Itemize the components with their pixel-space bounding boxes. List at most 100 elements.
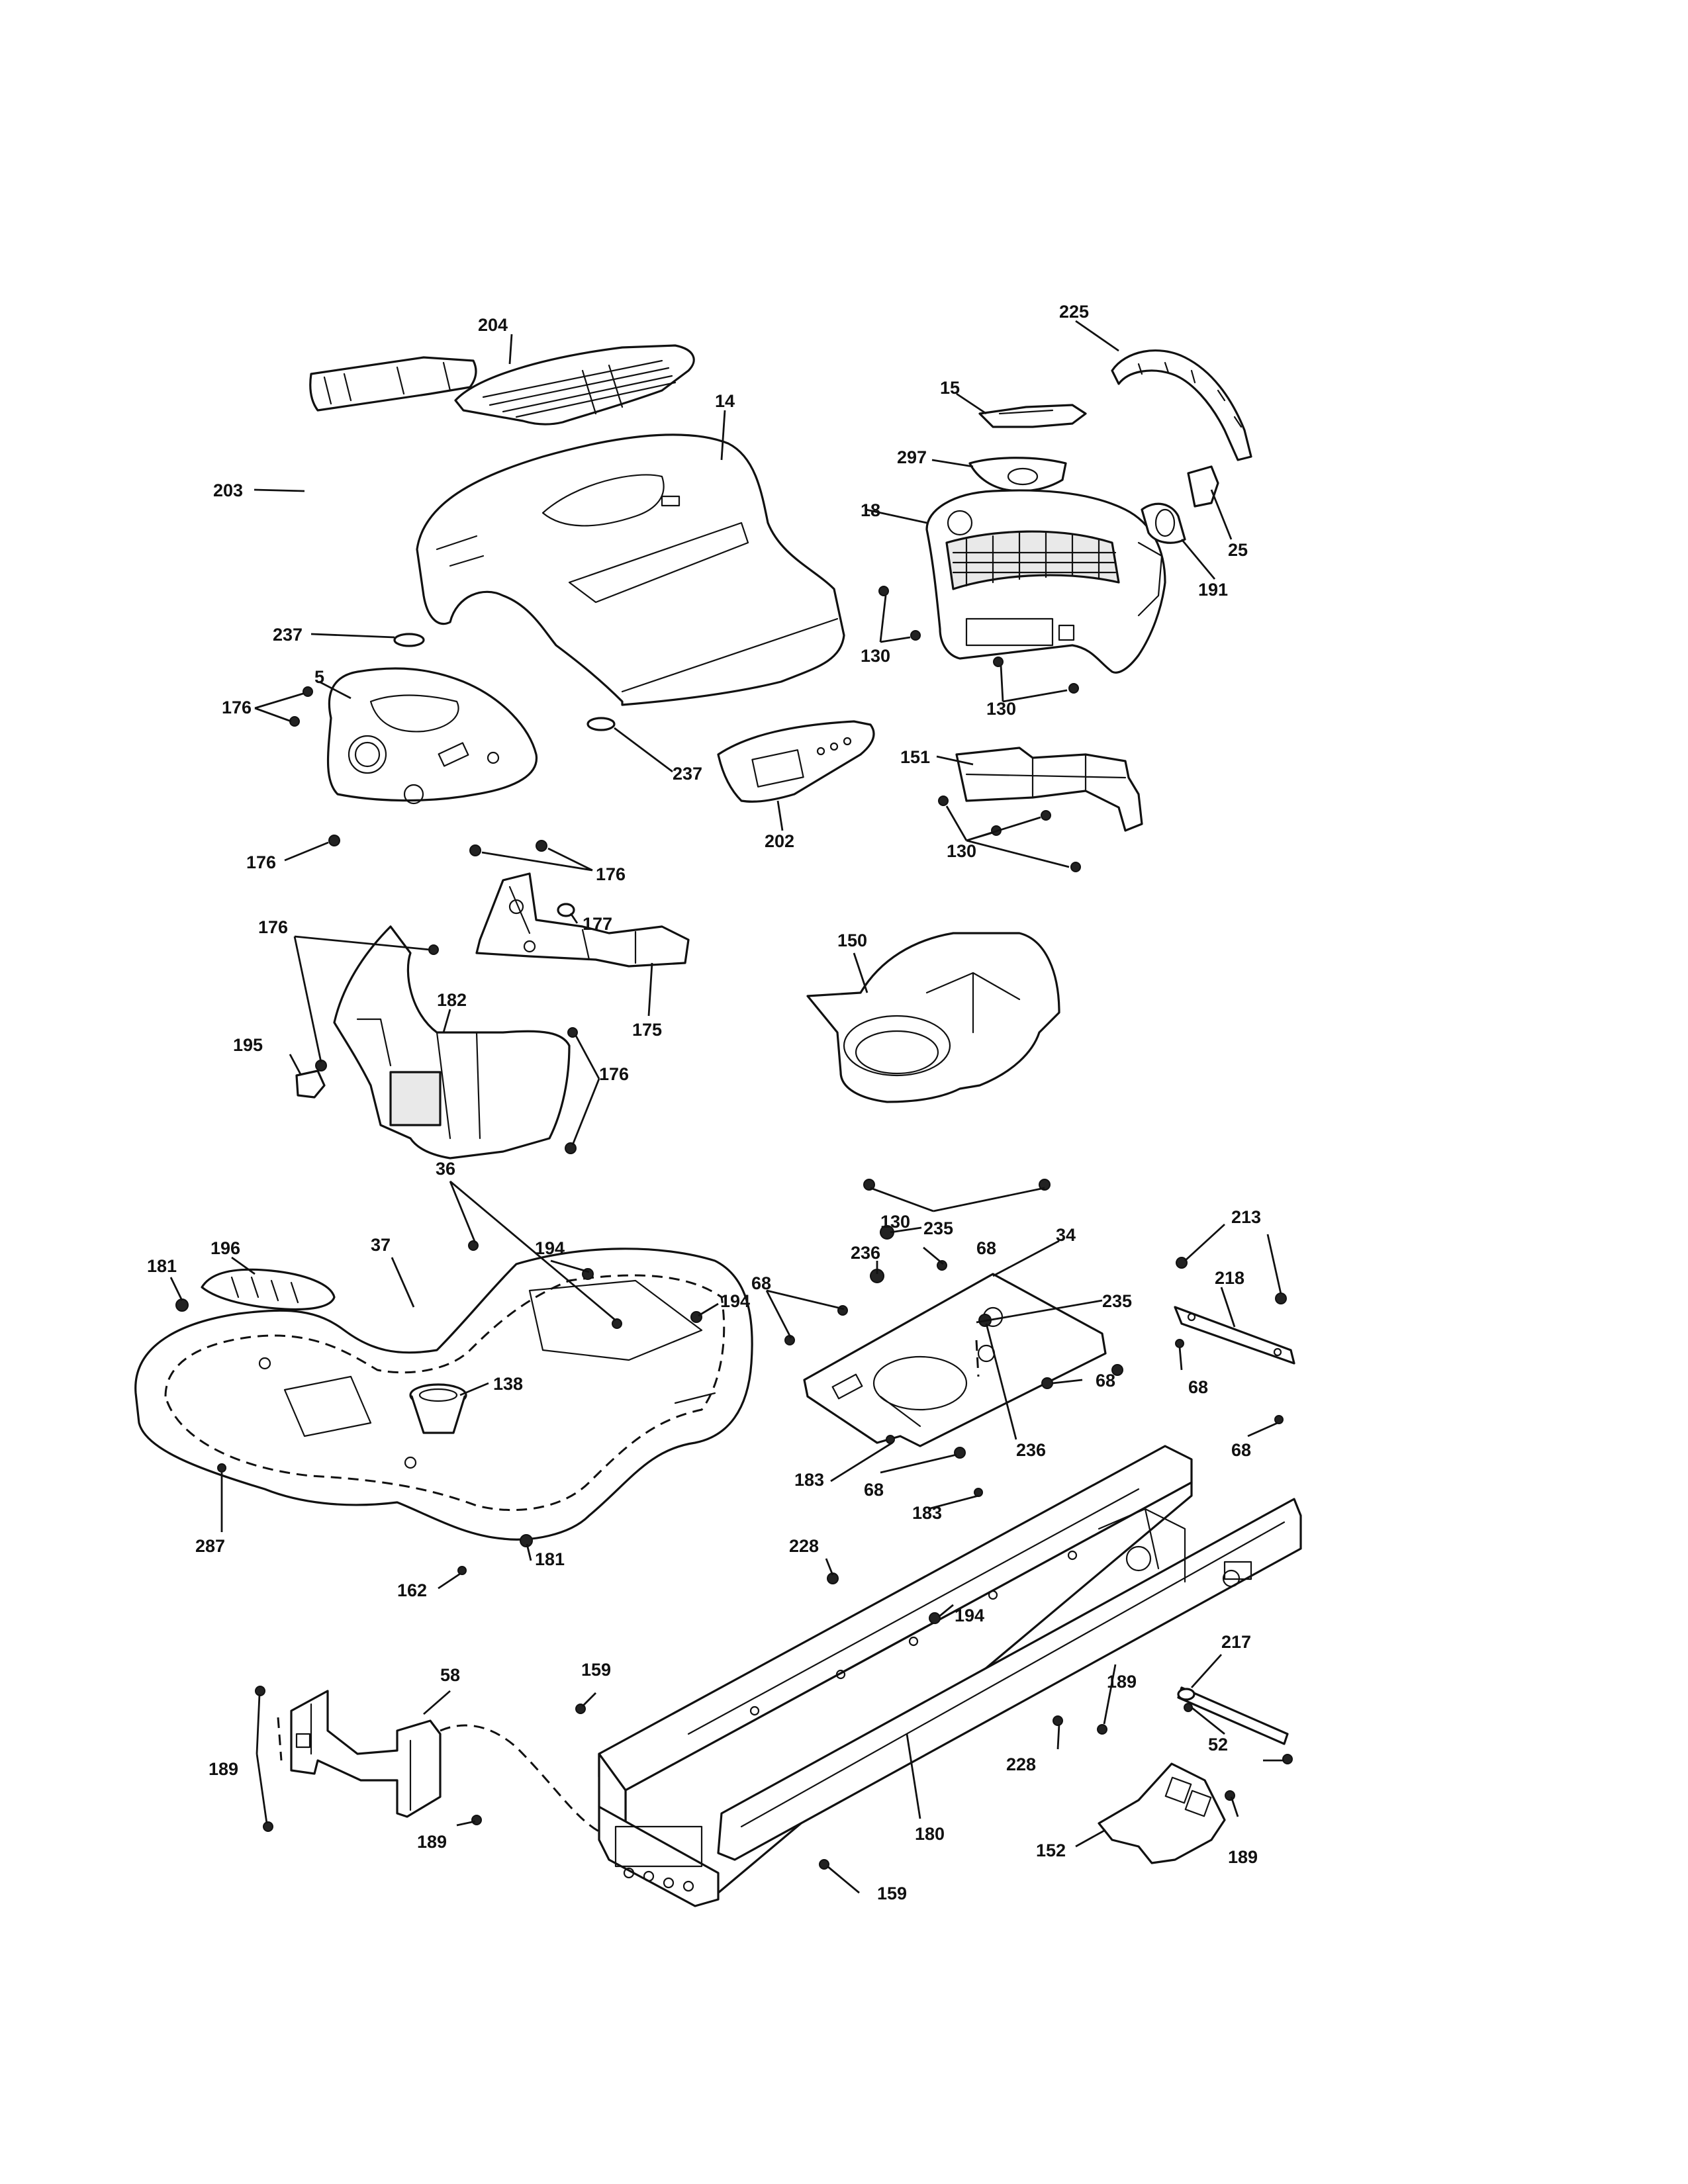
fasteners	[175, 586, 1293, 1870]
callout-181: 181	[147, 1256, 177, 1276]
callout-68: 68	[1231, 1440, 1251, 1460]
callout-189: 189	[417, 1832, 447, 1852]
callout-15: 15	[940, 378, 960, 398]
part-217-rod	[1177, 1686, 1289, 1745]
callout-189: 189	[209, 1759, 238, 1779]
callout-58: 58	[440, 1665, 460, 1685]
part-237-plug	[393, 633, 616, 731]
callout-176: 176	[258, 917, 288, 937]
callout-194: 194	[720, 1291, 750, 1311]
leader-lines	[169, 320, 1284, 1894]
part-195-clip	[295, 1069, 326, 1099]
part-177-nut	[557, 903, 575, 917]
callout-195: 195	[233, 1035, 263, 1055]
part-152-shield	[1098, 1762, 1226, 1864]
callout-191: 191	[1198, 580, 1228, 600]
part-196-pad	[201, 1268, 336, 1310]
part-5-dash-housing	[326, 667, 538, 805]
callout-130: 130	[861, 646, 890, 666]
callout-217: 217	[1221, 1632, 1251, 1652]
callout-37: 37	[371, 1235, 391, 1255]
callout-213: 213	[1231, 1207, 1261, 1227]
callout-130: 130	[947, 841, 976, 861]
callout-183: 183	[794, 1470, 824, 1490]
callout-196: 196	[211, 1238, 240, 1258]
bolt-path	[277, 1717, 283, 1761]
callout-162: 162	[397, 1580, 427, 1600]
callout-138: 138	[493, 1374, 523, 1394]
callout-175: 175	[632, 1020, 662, 1040]
part-225-trim	[1111, 349, 1252, 461]
callout-130: 130	[986, 699, 1016, 719]
callout-68: 68	[1096, 1371, 1115, 1390]
part-151-bracket	[955, 747, 1143, 832]
part-175-bracket	[475, 872, 690, 968]
callout-68: 68	[1188, 1377, 1208, 1397]
part-297-cover	[968, 457, 1067, 492]
part-150-air-housing	[806, 932, 1060, 1103]
part-25-bracket	[1187, 465, 1219, 508]
callout-194: 194	[955, 1606, 984, 1625]
callout-176: 176	[222, 698, 252, 717]
callout-189: 189	[1228, 1847, 1258, 1867]
callout-176: 176	[599, 1064, 629, 1084]
part-180-frame	[598, 1445, 1302, 1907]
part-203-panel	[309, 356, 477, 412]
callout-204: 204	[478, 315, 508, 335]
callout-237: 237	[273, 625, 303, 645]
callout-68: 68	[751, 1273, 771, 1293]
callout-228: 228	[789, 1536, 819, 1556]
part-14-hood	[416, 433, 845, 706]
callout-236: 236	[1016, 1440, 1046, 1460]
callout-180: 180	[915, 1824, 945, 1844]
callout-25: 25	[1228, 540, 1248, 560]
callout-235: 235	[923, 1218, 953, 1238]
part-138-boot	[409, 1383, 467, 1434]
callout-34: 34	[1056, 1225, 1076, 1245]
callout-152: 152	[1036, 1841, 1066, 1860]
part-202-insert	[717, 720, 875, 803]
callout-68: 68	[864, 1480, 884, 1500]
cable-route	[440, 1724, 603, 1835]
callout-218: 218	[1215, 1268, 1244, 1288]
callout-177: 177	[583, 914, 612, 934]
part-34-mount-plate	[803, 1273, 1107, 1447]
callout-14: 14	[715, 391, 735, 411]
callout-189: 189	[1107, 1672, 1137, 1692]
part-218-bar	[1174, 1306, 1295, 1365]
part-15-bracket	[978, 404, 1087, 428]
callouts: 204 14 203 237 5 176 237 202 176 176 225…	[147, 302, 1261, 1903]
callout-150: 150	[837, 931, 867, 950]
callout-236: 236	[851, 1243, 880, 1263]
callout-18: 18	[861, 500, 880, 520]
callout-202: 202	[765, 831, 794, 851]
callout-194: 194	[535, 1238, 565, 1258]
callout-181: 181	[535, 1549, 565, 1569]
callout-287: 287	[195, 1536, 225, 1556]
part-58-bracket	[290, 1690, 442, 1818]
callout-36: 36	[436, 1159, 455, 1179]
callout-5: 5	[314, 667, 324, 687]
part-191-knob	[1141, 502, 1186, 544]
callout-176: 176	[596, 864, 626, 884]
callout-159: 159	[877, 1884, 907, 1903]
part-204-hood-insert	[454, 344, 695, 426]
bolt-path	[975, 1340, 980, 1377]
callout-130: 130	[880, 1212, 910, 1232]
callout-182: 182	[437, 990, 467, 1010]
callout-225: 225	[1059, 302, 1089, 322]
callout-183: 183	[912, 1503, 942, 1523]
callout-176: 176	[246, 852, 276, 872]
callout-159: 159	[581, 1660, 611, 1680]
part-182-side-panel	[333, 925, 571, 1160]
callout-228: 228	[1006, 1754, 1036, 1774]
callout-297: 297	[897, 447, 927, 467]
callout-203: 203	[213, 480, 243, 500]
callout-237: 237	[673, 764, 702, 784]
part-18-grille	[925, 489, 1166, 674]
callout-68: 68	[976, 1238, 996, 1258]
callout-52: 52	[1208, 1735, 1228, 1754]
callout-151: 151	[900, 747, 930, 767]
callout-235: 235	[1102, 1291, 1132, 1311]
